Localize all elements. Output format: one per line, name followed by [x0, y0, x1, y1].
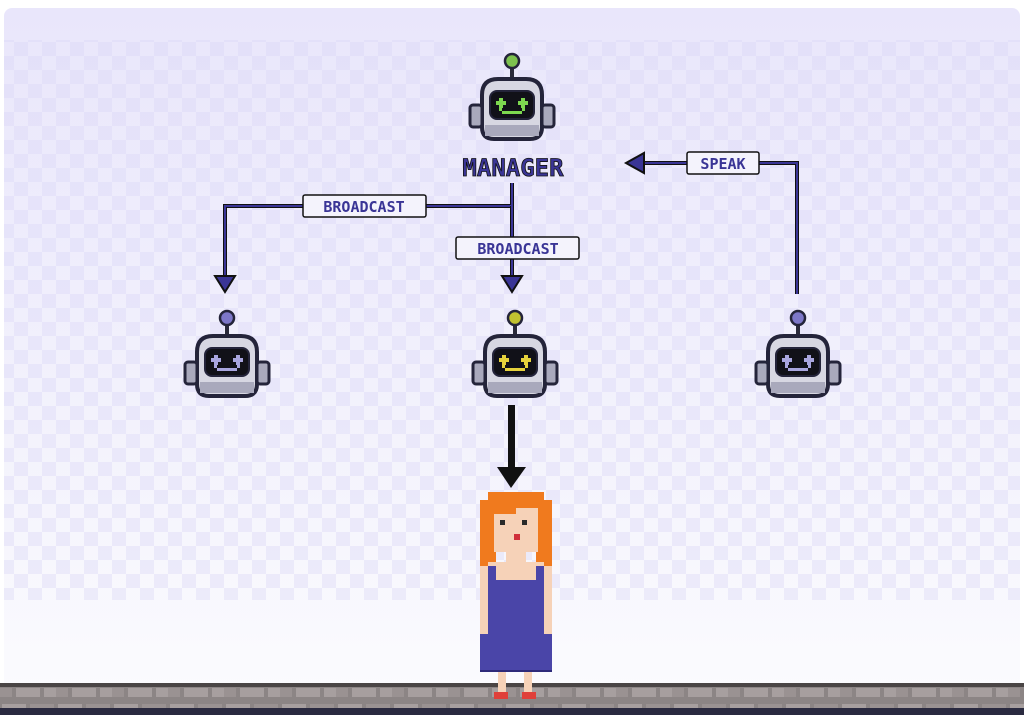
- agent-left-antenna-bulb: [218, 309, 236, 327]
- edge-label-broadcast-center-text: BROADCAST: [477, 240, 558, 258]
- human-user-icon: [480, 492, 552, 699]
- agent-center-face: [499, 355, 531, 371]
- edge-label-broadcast-left-text: BROADCAST: [323, 198, 404, 216]
- agent-center-antenna-bulb: [506, 309, 524, 327]
- manager-label: MANAGER: [462, 154, 564, 182]
- edge-label-speak-text: SPEAK: [700, 155, 745, 173]
- floor: [0, 683, 1024, 715]
- arrow-head-human: [497, 467, 526, 488]
- edge-label-speak: SPEAK: [686, 151, 760, 175]
- agent-right-antenna-bulb: [789, 309, 807, 327]
- edge-agent-to-human-line: [508, 405, 515, 469]
- arrow-head-left-agent: [213, 275, 237, 294]
- edge-label-broadcast-center: BROADCAST: [455, 236, 580, 260]
- manager-face: [496, 98, 528, 114]
- robot-agent-left-icon: [183, 309, 271, 398]
- agent-left-face: [211, 355, 243, 371]
- manager-antenna-bulb: [503, 52, 521, 70]
- robot-manager-icon: [468, 52, 556, 141]
- arrow-head-center-agent: [500, 275, 524, 294]
- edge-label-broadcast-left: BROADCAST: [302, 194, 427, 218]
- agent-right-face: [782, 355, 814, 371]
- robot-agent-right-icon: [754, 309, 842, 398]
- robot-agent-center-icon: [471, 309, 559, 398]
- arrow-head-manager: [623, 151, 645, 175]
